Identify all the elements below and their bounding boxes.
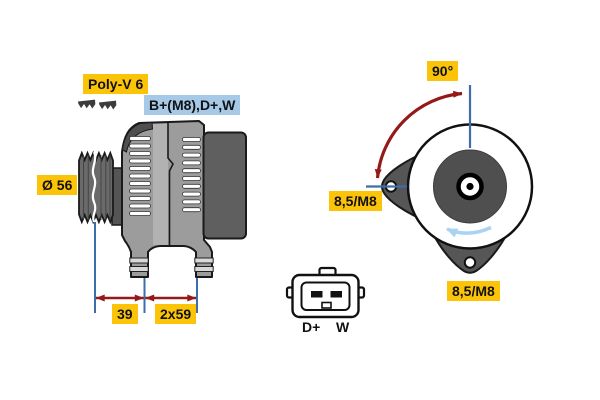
connector-pin-w [330, 291, 342, 298]
rear-cover [202, 131, 247, 240]
angle-arc-arrow [374, 90, 463, 179]
rotation-direction-icon [446, 225, 492, 238]
connector-pin-dplus [311, 291, 323, 298]
connector-key-notch [321, 301, 332, 309]
mounting-angle-label: 90° [427, 61, 459, 81]
belt-type-label: Poly-V 6 [83, 74, 149, 94]
bottom-hole-label: 8,5/M8 [447, 281, 500, 301]
pulley [78, 150, 114, 225]
alternator-front-view [366, 85, 534, 274]
body-top-cap [121, 121, 154, 153]
connector-w-label: W [336, 319, 350, 335]
pulley-break-line [91, 151, 97, 223]
shaft-center [466, 182, 474, 191]
connector-plug-view [285, 266, 366, 319]
alternator-side-view [77, 99, 247, 313]
vent-slots-rear [182, 137, 201, 213]
vent-slots-front [129, 136, 151, 216]
bottom-mounting-hole [463, 256, 477, 269]
belt-profile-icon [77, 99, 117, 110]
terminals-label: B+(M8),D+,W [144, 95, 241, 115]
dim-39-label: 39 [112, 304, 138, 324]
body-highlight [153, 124, 168, 245]
connector-inner [300, 281, 351, 311]
dim-2x59-label: 2x59 [155, 304, 197, 324]
extension-lines [94, 222, 198, 313]
connector-dplus-label: D+ [302, 319, 321, 335]
left-hole-label: 8,5/M8 [329, 191, 382, 211]
pulley-diameter-label: Ø 56 [37, 175, 78, 195]
housing-seam [167, 122, 174, 246]
pulley-groove-lines [83, 155, 111, 220]
mounting-feet-bushings [129, 257, 214, 272]
